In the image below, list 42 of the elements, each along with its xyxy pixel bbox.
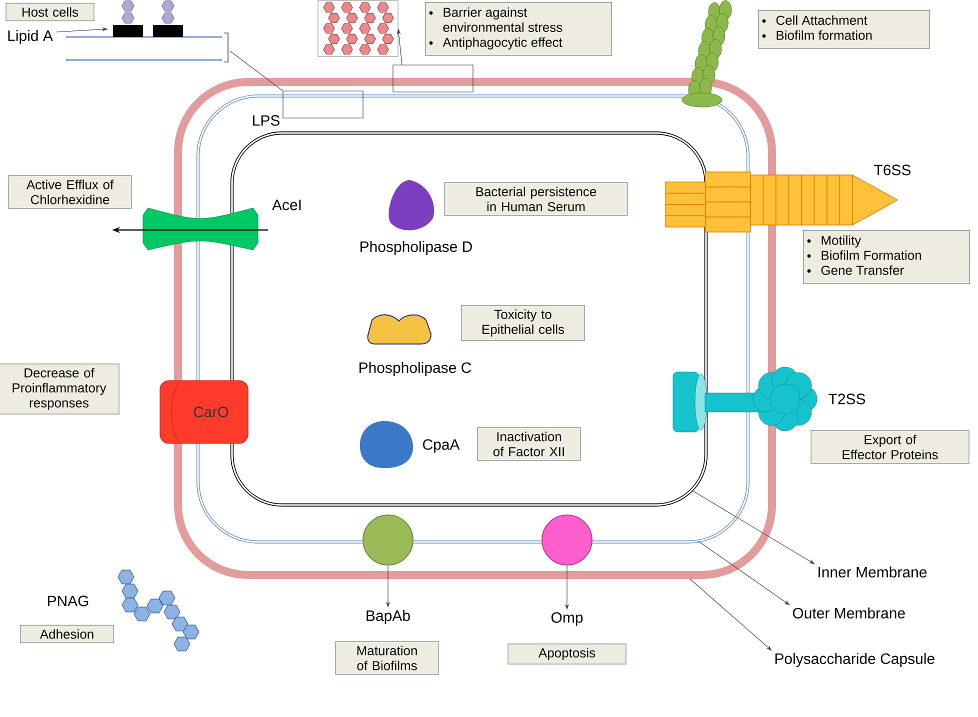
efflux-pump-drawing <box>142 208 258 250</box>
part-label: Polysaccharide Capsule <box>775 653 934 667</box>
zoom-frame <box>282 90 364 118</box>
polymer-drawing <box>118 570 200 652</box>
protein-circle <box>542 514 592 566</box>
zoom-frame <box>392 64 474 92</box>
protein-circle <box>362 514 414 566</box>
info-box: Cell Attachment Biofilm formation <box>758 10 930 49</box>
part-label: Inner Membrane <box>818 566 927 578</box>
info-box: Maturation of Biofilms <box>335 641 439 675</box>
info-box: Adhesion <box>20 624 114 644</box>
info-box: Active Efflux of Chlorhexidine <box>8 175 132 209</box>
enzyme-drawing <box>367 314 432 344</box>
info-box: Toxicity to Epithelial cells <box>461 305 585 341</box>
secretion-system-drawing <box>672 366 818 432</box>
info-box: Export of Effector Proteins <box>810 430 970 464</box>
porin-drawing: CarO <box>160 380 248 444</box>
info-box: Apoptosis <box>508 644 626 664</box>
info-box: Barrier against environmental stress Antiphagocytic effect <box>425 2 612 56</box>
part-label: Phospholipase C <box>360 362 472 376</box>
pilus-drawing <box>682 0 732 108</box>
part-label: BapAb <box>366 610 410 624</box>
part-label: Outer Membrane <box>792 607 905 618</box>
info-box: Bacterial persistence in Human Serum <box>444 182 628 216</box>
part-label: Omp <box>551 612 583 626</box>
part-label: Lipid A <box>8 30 53 44</box>
capsule-outline <box>174 78 776 579</box>
enzyme-drawing <box>388 180 434 230</box>
part-label: LPS <box>253 115 280 126</box>
part-label: CpaA <box>423 439 460 453</box>
part-label: PNAG <box>48 596 88 606</box>
arrow <box>698 540 790 606</box>
enzyme-drawing <box>360 421 414 468</box>
capsule-drawing <box>318 0 398 57</box>
info-box: Inactivation of Factor XII <box>477 427 581 461</box>
part-label: Phospholipase D <box>360 241 472 255</box>
info-box: Decrease of Proinflammatory responses <box>0 364 120 414</box>
part-label: T2SS <box>828 394 866 404</box>
part-label: AceI <box>272 200 301 210</box>
part-label: T6SS <box>874 164 911 176</box>
info-box: Host cells <box>6 2 94 22</box>
info-box: Motility Biofilm Formation Gene Transfer <box>803 230 970 284</box>
